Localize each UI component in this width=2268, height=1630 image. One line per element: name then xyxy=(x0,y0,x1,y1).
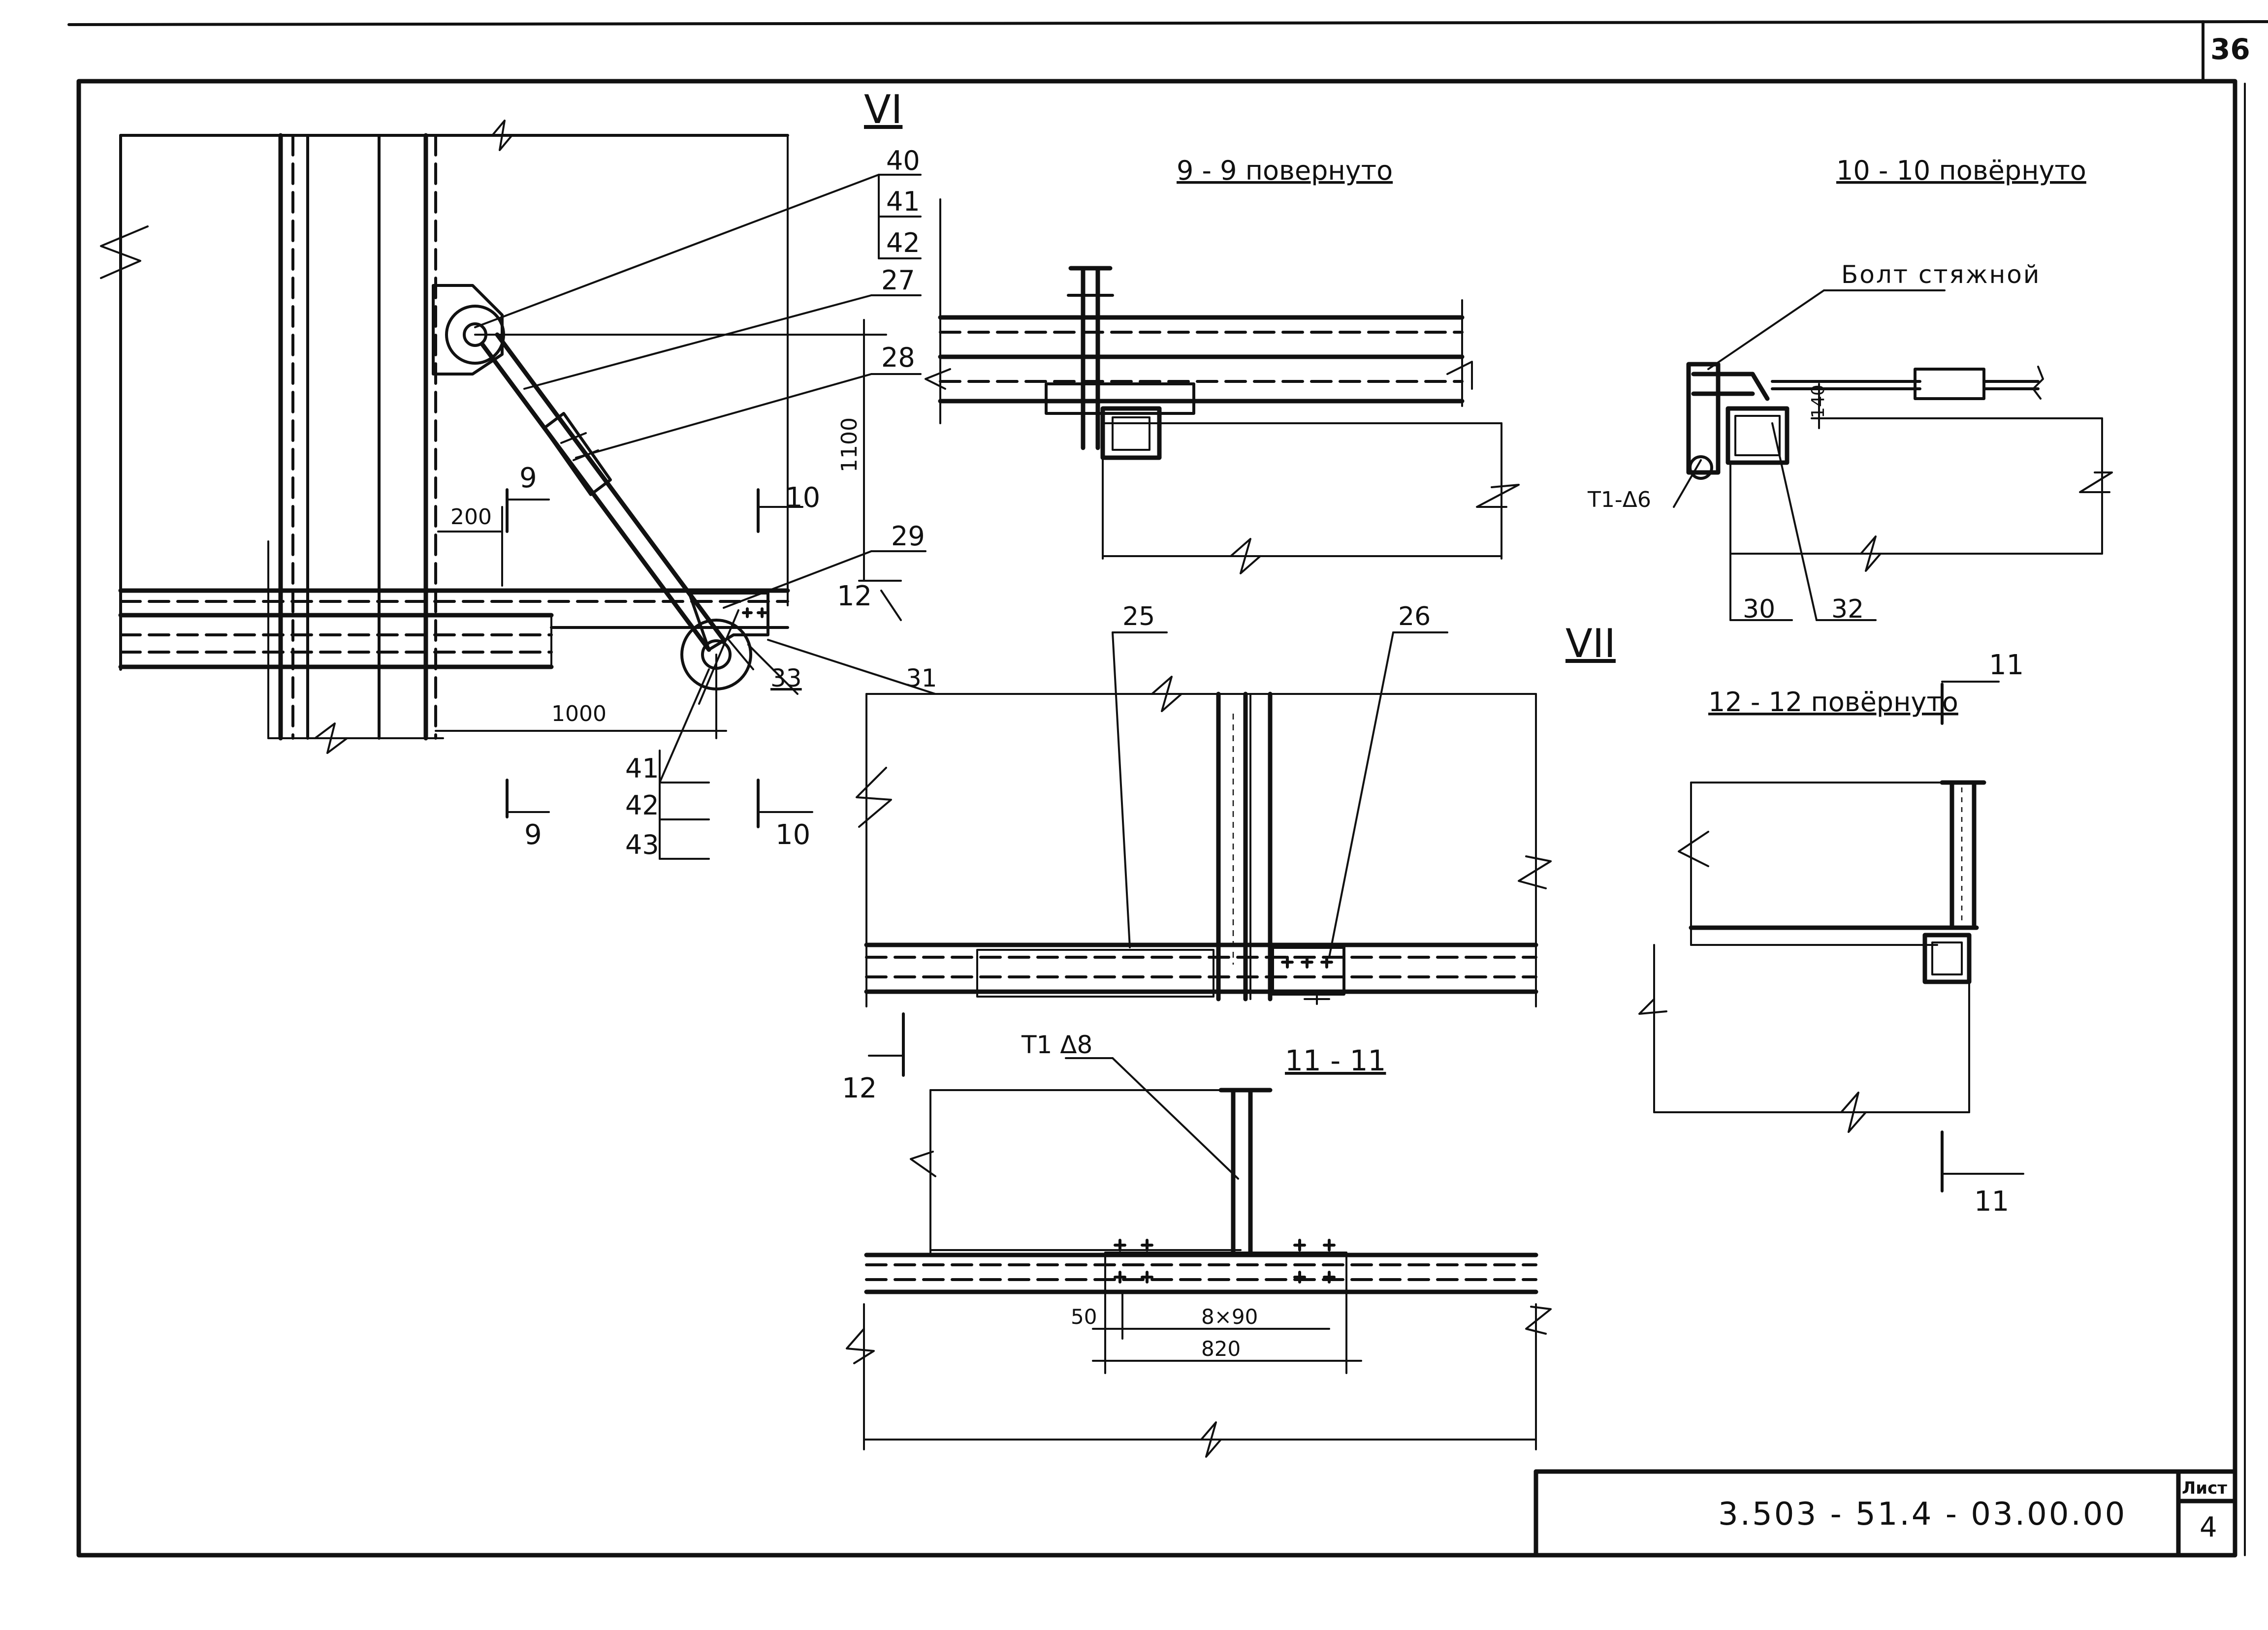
cut-mark-11-top: 11 xyxy=(1989,649,2024,681)
cut-mark-9-bottom: 9 xyxy=(524,819,542,851)
callout-29: 29 xyxy=(891,521,925,552)
dim-8x90: 8×90 xyxy=(1201,1305,1258,1329)
title-block xyxy=(1533,1469,2237,1558)
cut-mark-11-bottom: 11 xyxy=(1974,1186,2009,1218)
section-10-10-title: 10 - 10 повёрнуто xyxy=(1836,155,2086,186)
sheet-frame xyxy=(67,20,2268,1558)
section-10-10-drawing xyxy=(1673,289,2113,621)
cut-mark-10-bottom: 10 xyxy=(775,819,810,851)
dimensions-vi xyxy=(435,319,902,732)
cut-mark-9-top: 9 xyxy=(519,462,537,494)
callout-41: 41 xyxy=(886,186,920,217)
callout-26: 26 xyxy=(1398,602,1431,631)
section-12-12-title: 12 - 12 повёрнуто xyxy=(1708,687,1958,718)
callout-42b: 42 xyxy=(625,790,659,821)
callout-40: 40 xyxy=(886,145,920,176)
callout-33: 33 xyxy=(770,664,802,692)
dim-1100: 1100 xyxy=(837,417,862,472)
bolt-note: Болт стяжной xyxy=(1841,260,2041,289)
list-number: 4 xyxy=(2200,1511,2217,1543)
view-vi-drawing xyxy=(100,120,887,754)
section-9-9-title: 9 - 9 повернуто xyxy=(1177,155,1393,186)
callout-31: 31 xyxy=(906,664,937,692)
weld-note-t1-6: Т1-Δ6 xyxy=(1587,487,1651,512)
section-12-12-drawing xyxy=(1638,681,2024,1192)
list-label: Лист xyxy=(2182,1478,2227,1498)
callout-41b: 41 xyxy=(625,753,659,784)
callout-leaders-vi xyxy=(474,174,936,860)
callout-32: 32 xyxy=(1831,595,1864,624)
cut-mark-12-bottom: 12 xyxy=(842,1072,877,1104)
view-vii-drawing xyxy=(856,631,1552,1007)
view-vi-label: VI xyxy=(864,87,902,132)
drawing-code: 3.503 - 51.4 - 03.00.00 xyxy=(1718,1496,2127,1533)
section-9-9-drawing xyxy=(925,198,1520,574)
cut-mark-10-top: 10 xyxy=(785,482,820,514)
dim-200: 200 xyxy=(450,504,492,530)
view-vii-label: VII xyxy=(1565,621,1616,666)
dim-1000: 1000 xyxy=(551,701,607,726)
callout-27: 27 xyxy=(881,265,915,296)
callout-25: 25 xyxy=(1122,602,1155,631)
page-number: 36 xyxy=(2210,32,2250,66)
callout-43: 43 xyxy=(625,829,659,860)
callout-42: 42 xyxy=(886,227,920,258)
callout-30: 30 xyxy=(1743,595,1775,624)
section-11-11-drawing xyxy=(846,1012,1552,1458)
cut-mark-12-top: 12 xyxy=(837,580,872,612)
dim-140: 140 xyxy=(1808,384,1828,418)
weld-note-t1-8: Т1 Δ8 xyxy=(1021,1031,1092,1059)
dim-820: 820 xyxy=(1201,1337,1241,1361)
cut-marks-9-10 xyxy=(506,488,813,828)
dim-50: 50 xyxy=(1071,1305,1097,1329)
section-11-11-title: 11 - 11 xyxy=(1285,1044,1386,1077)
callout-28: 28 xyxy=(881,342,915,373)
